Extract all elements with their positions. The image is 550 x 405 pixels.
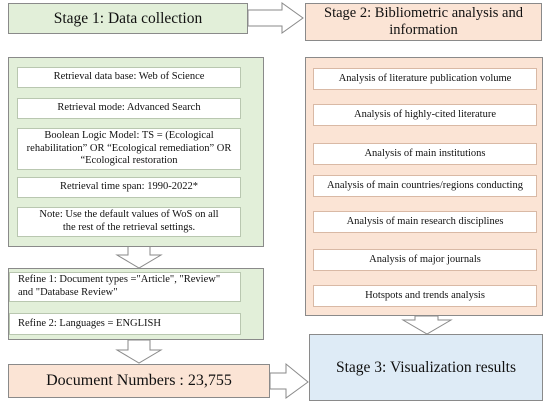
analysis-item-journals-text: Analysis of major journals	[369, 253, 481, 265]
analysis-item-highly-cited: Analysis of highly-cited literature	[313, 104, 537, 126]
stage2-title-line2: information	[389, 22, 458, 38]
collection-item-timespan-text: Retrieval time span: 1990-2022*	[60, 181, 198, 193]
stage2-title-line1: Stage 2: Bibliometric analysis and	[324, 5, 523, 22]
refine-item-doctypes-line1: Refine 1: Document types ="Article", "Re…	[18, 274, 221, 286]
collection-item-note-line1: Note: Use the default values of WoS on a…	[39, 209, 219, 221]
collection-item-database: Retrieval data base: Web of Science	[17, 67, 241, 88]
analysis-item-institutions-text: Analysis of main institutions	[364, 147, 486, 159]
stage3-box: Stage 3: Visualization results	[309, 334, 543, 401]
refine-panel: Refine 1: Document types ="Article", "Re…	[8, 268, 264, 340]
arrow-stage1-to-stage2	[247, 2, 304, 34]
refine-item-languages-text: Refine 2: Languages = ENGLISH	[18, 317, 161, 329]
analysis-panel: Analysis of literature publication volum…	[305, 57, 543, 316]
collection-item-note-line2: the rest of the retrieval settings.	[62, 222, 196, 233]
collection-item-note: Note: Use the default values of WoS on a…	[17, 207, 241, 237]
collection-item-boolean-line2: rehabilitation” OR “Ecological remediati…	[26, 142, 232, 154]
stage1-title: Stage 1: Data collection	[53, 9, 203, 27]
analysis-item-countries-text: Analysis of main countries/regions condu…	[327, 179, 523, 191]
analysis-item-disciplines-text: Analysis of main research disciplines	[346, 215, 504, 227]
stage2-box: Stage 2: Bibliometric analysis and infor…	[305, 3, 542, 41]
refine-item-doctypes-line2: and "Database Review"	[18, 287, 118, 298]
analysis-item-institutions: Analysis of main institutions	[313, 143, 537, 165]
arrow-refine-to-docnum	[115, 339, 163, 364]
arrow-analysis-to-stage3	[401, 315, 453, 335]
refine-item-languages: Refine 2: Languages = ENGLISH	[9, 313, 241, 335]
analysis-item-publication-volume-text: Analysis of literature publication volum…	[338, 72, 512, 84]
stage3-title: Stage 3: Visualization results	[335, 358, 517, 376]
arrow-docnum-to-stage3	[269, 362, 309, 399]
analysis-item-hotspots-text: Hotspots and trends analysis	[365, 289, 485, 301]
refine-item-doctypes: Refine 1: Document types ="Article", "Re…	[9, 272, 241, 302]
arrow-collection-to-refine	[115, 245, 163, 269]
collection-item-mode-text: Retrieval mode: Advanced Search	[57, 102, 201, 114]
analysis-item-publication-volume: Analysis of literature publication volum…	[313, 68, 537, 90]
collection-item-boolean-line1: Boolean Logic Model: TS = (Ecological	[44, 130, 214, 142]
analysis-item-hotspots: Hotspots and trends analysis	[313, 285, 537, 307]
collection-item-boolean: Boolean Logic Model: TS = (Ecological re…	[17, 128, 241, 170]
stage1-box: Stage 1: Data collection	[8, 3, 248, 34]
collection-item-timespan: Retrieval time span: 1990-2022*	[17, 177, 241, 198]
document-numbers-box: Document Numbers : 23,755	[8, 364, 270, 398]
analysis-item-disciplines: Analysis of main research disciplines	[313, 211, 537, 233]
collection-item-database-text: Retrieval data base: Web of Science	[53, 71, 205, 83]
collection-item-mode: Retrieval mode: Advanced Search	[17, 98, 241, 119]
analysis-item-journals: Analysis of major journals	[313, 249, 537, 271]
analysis-item-countries: Analysis of main countries/regions condu…	[313, 175, 537, 197]
analysis-item-highly-cited-text: Analysis of highly-cited literature	[353, 108, 496, 120]
collection-item-boolean-line3: “Ecological restoration	[80, 155, 178, 167]
collection-panel: Retrieval data base: Web of Science Retr…	[8, 57, 264, 247]
document-numbers-text: Document Numbers : 23,755	[46, 371, 232, 389]
